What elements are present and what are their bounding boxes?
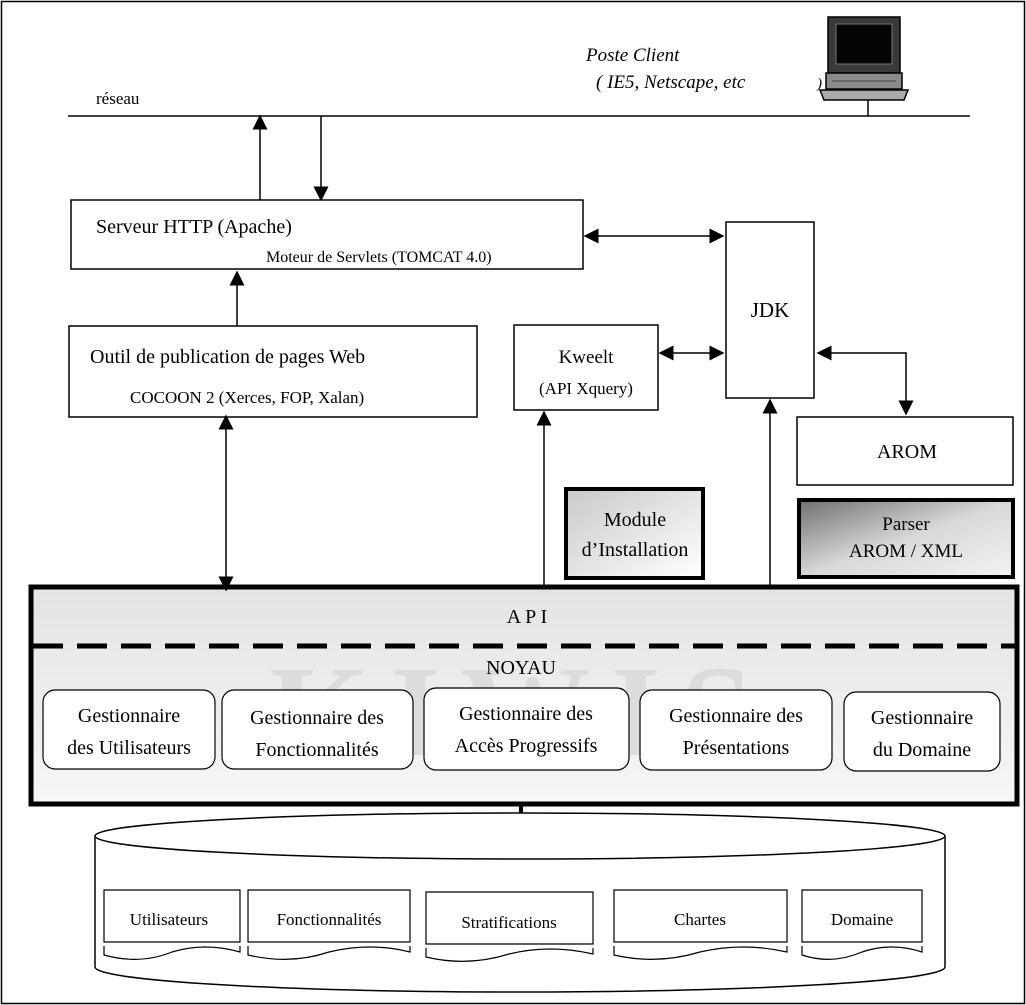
kernel-label: NOYAU: [486, 657, 557, 679]
manager-label: Gestionnaire des: [669, 705, 803, 727]
kweelt-subtitle: (API Xquery): [539, 379, 633, 398]
doc-label: Domaine: [831, 910, 893, 929]
doc-domain: Domaine: [801, 889, 923, 960]
doc-label: Utilisateurs: [130, 910, 208, 929]
kweelt-box: [513, 324, 659, 411]
arom-label: AROM: [877, 441, 937, 463]
install-module-box: [564, 487, 705, 580]
parser-box: [797, 498, 1015, 579]
publisher-title: Outil de publication de pages Web: [90, 346, 365, 368]
http-server-subtitle: Moteur de Servlets (TOMCAT 4.0): [266, 249, 492, 266]
manager-label: Fonctionnalités: [255, 739, 379, 761]
kweelt-title: Kweelt: [559, 347, 615, 368]
publisher-subtitle: COCOON 2 (Xerces, FOP, Xalan): [130, 388, 364, 407]
publisher-box: [68, 325, 478, 418]
manager-label: des Utilisateurs: [67, 737, 191, 759]
doc-users: Utilisateurs: [103, 889, 241, 960]
doc-label: Chartes: [674, 910, 726, 929]
jdk-label: JDK: [751, 298, 790, 322]
api-label: A P I: [507, 606, 547, 628]
doc-features: Fonctionnalités: [247, 889, 411, 960]
manager-label: Gestionnaire des: [250, 707, 384, 729]
manager-label: Gestionnaire des: [459, 703, 593, 725]
http-server-title: Serveur HTTP (Apache): [96, 216, 292, 238]
manager-label: Gestionnaire: [78, 705, 180, 727]
doc-label: Stratifications: [461, 913, 556, 932]
doc-charters: Chartes: [613, 889, 788, 960]
manager-users: Gestionnaire des Utilisateurs: [42, 689, 216, 770]
manager-features: Gestionnaire des Fonctionnalités: [221, 689, 414, 770]
install-module-line2: d’Installation: [582, 539, 689, 561]
manager-domain: Gestionnaire du Domaine: [843, 691, 1001, 772]
client-subtitle-close: ): [816, 76, 822, 92]
manager-label: Présentations: [683, 737, 790, 759]
manager-label: Accès Progressifs: [455, 735, 598, 757]
parser-line1: Parser: [882, 514, 930, 535]
computer-icon: [818, 16, 910, 116]
manager-progressive-access: Gestionnaire des Accès Progressifs: [423, 687, 630, 771]
client-title: Poste Client: [585, 45, 680, 66]
jdk-box: [725, 221, 815, 399]
http-server-box: [70, 199, 584, 270]
arom-box: [796, 416, 1014, 486]
doc-stratifications: Stratifications: [425, 891, 594, 962]
install-module-line1: Module: [604, 509, 666, 531]
manager-presentations: Gestionnaire des Présentations: [639, 689, 833, 771]
manager-label: du Domaine: [873, 739, 971, 761]
parser-line2: AROM / XML: [849, 541, 963, 562]
arrow-jdk-arom: [816, 345, 914, 416]
manager-label: Gestionnaire: [871, 707, 973, 729]
doc-label: Fonctionnalités: [277, 910, 382, 929]
client-subtitle: ( IE5, Netscape, etc: [596, 72, 746, 93]
network-label: réseau: [96, 89, 140, 108]
